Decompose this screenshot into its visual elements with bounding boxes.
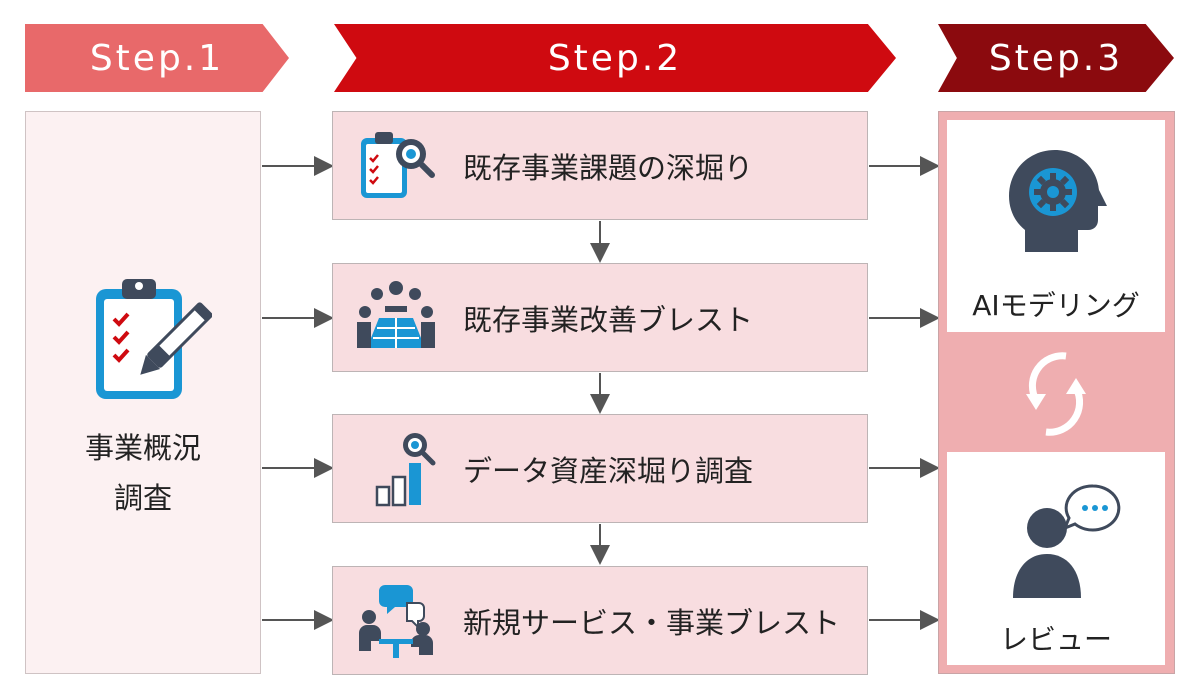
task-box-2: 既存事業改善ブレスト <box>332 263 868 372</box>
clipboard-search-icon <box>361 132 435 198</box>
cycle-arrows-icon <box>1026 352 1086 436</box>
review-label: レビュー <box>999 623 1112 656</box>
person-speech-icon <box>1013 484 1121 598</box>
task-label-2: 既存事業改善ブレスト <box>463 302 754 337</box>
task-label-3: データ資産深堀り調査 <box>463 453 754 488</box>
step3-header: Step.3 <box>938 24 1174 92</box>
step1-label-line1: 事業概況 <box>84 431 201 465</box>
ai-head-gear-icon <box>1009 150 1107 252</box>
step2-header: Step.2 <box>334 24 896 92</box>
review-card: レビュー <box>947 452 1165 665</box>
task-box-4: 新規サービス・事業ブレスト <box>332 566 868 675</box>
step1-label: Step.1 <box>89 37 225 79</box>
task-label-4: 新規サービス・事業ブレスト <box>463 605 841 640</box>
step1-label-text: 事業概況 調査 <box>25 423 261 523</box>
step1-header: Step.1 <box>25 24 289 92</box>
team-meeting-icon <box>357 281 435 348</box>
task-box-1: 既存事業課題の深堀り <box>332 111 868 220</box>
step1-label-line2: 調査 <box>113 481 172 515</box>
task-label-1: 既存事業課題の深堀り <box>463 150 754 185</box>
step2-label: Step.2 <box>547 37 683 79</box>
ai-modeling-label: AIモデリング <box>972 289 1140 322</box>
clipboard-pen-icon <box>96 279 212 399</box>
discussion-icon <box>359 585 433 658</box>
data-chart-search-icon <box>375 433 436 507</box>
ai-modeling-card: AIモデリング <box>947 120 1165 332</box>
task-box-3: データ資産深堀り調査 <box>332 414 868 523</box>
step3-label: Step.3 <box>988 37 1124 79</box>
